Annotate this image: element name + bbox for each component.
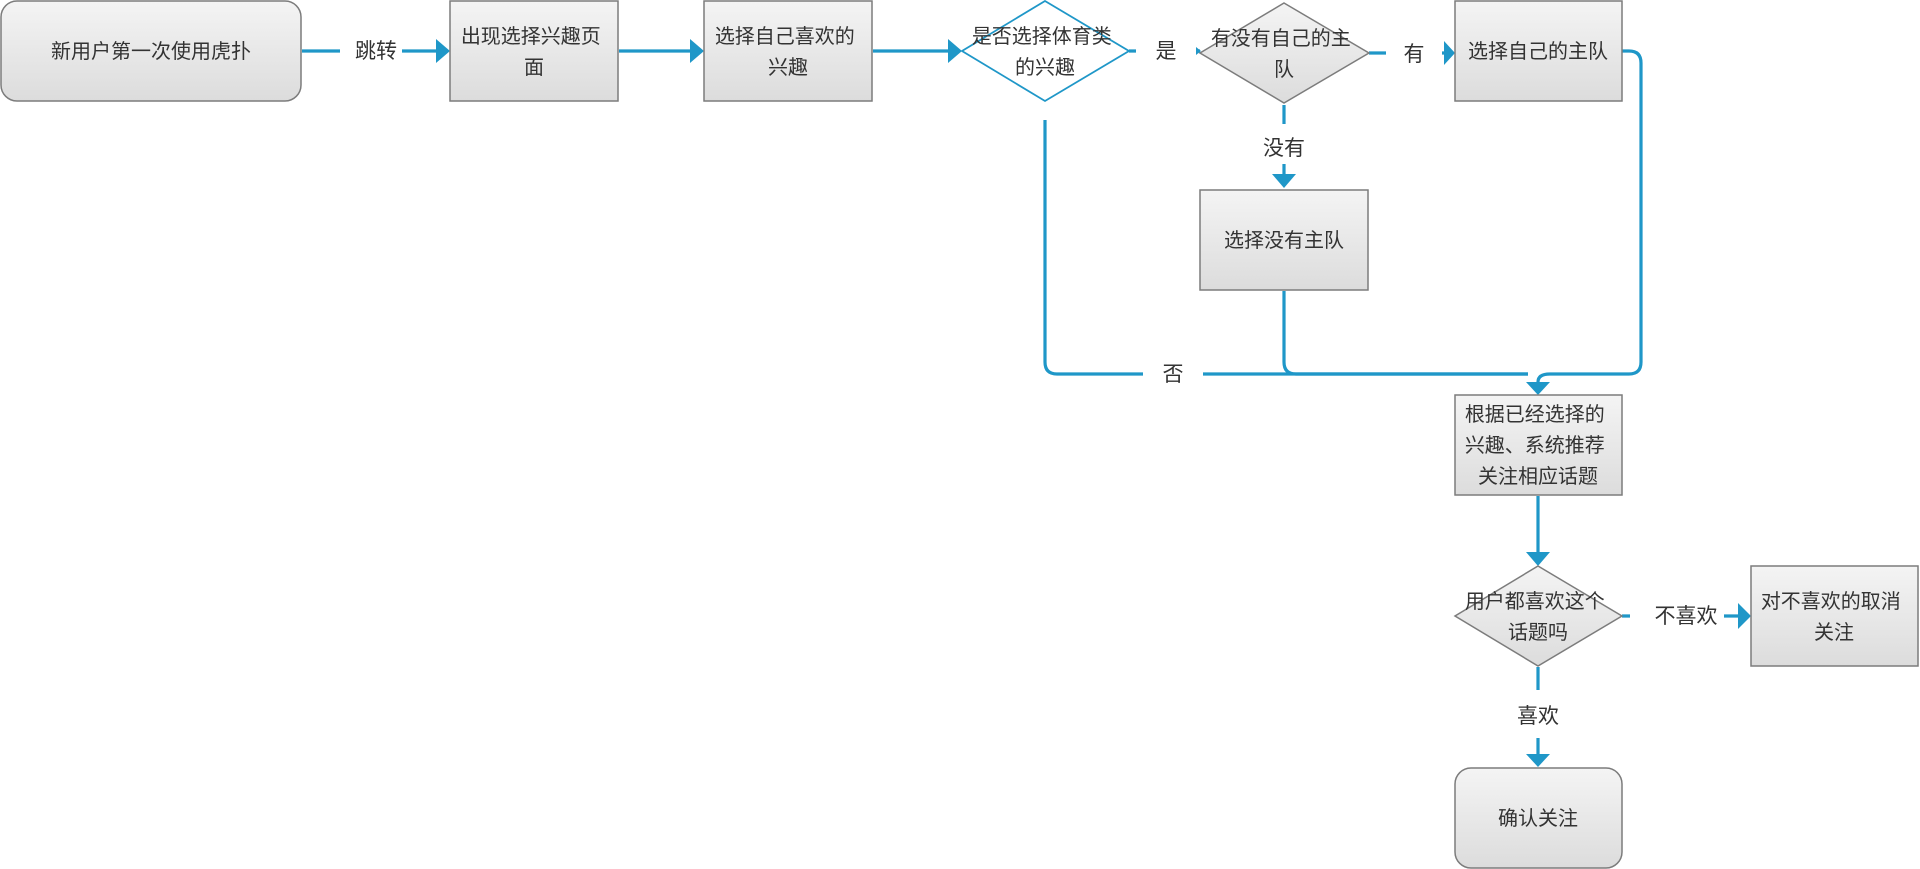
arrow-head bbox=[948, 39, 962, 63]
node-text-line: 兴趣 bbox=[768, 55, 808, 79]
confirm-node: 确认关注 bbox=[1454, 767, 1623, 869]
sports-decision-node: 是否选择体育类 的兴趣 bbox=[960, 0, 1131, 103]
node-text-line: 选择自己喜欢的 bbox=[715, 24, 855, 48]
node-text-line: 兴趣、系统推荐 bbox=[1465, 433, 1605, 457]
edges bbox=[302, 39, 1751, 767]
edge-team-to-recommend bbox=[1536, 49, 1643, 383]
node-text-line: 队 bbox=[1274, 57, 1294, 81]
edge-label-like: 喜欢 bbox=[1517, 704, 1559, 728]
svg-text:有没有自己的主 队: 有没有自己的主 队 bbox=[1211, 26, 1357, 81]
node-text-line: 选择没有主队 bbox=[1224, 228, 1344, 252]
arrow-head bbox=[690, 39, 704, 63]
node-text-line: 关注相应话题 bbox=[1478, 464, 1598, 488]
node-text-line: 用户都喜欢这个 bbox=[1465, 589, 1605, 613]
svg-text:新用户第一次使用虎扑: 新用户第一次使用虎扑 bbox=[51, 39, 251, 63]
arrow-head bbox=[1196, 47, 1201, 55]
recommend-node: 根据已经选择的 兴趣、系统推荐 关注相应话题 bbox=[1454, 394, 1623, 496]
arrow-head bbox=[1738, 603, 1751, 629]
arrow-head bbox=[1526, 382, 1550, 395]
node-text-line: 面 bbox=[524, 55, 544, 79]
svg-text:确认关注: 确认关注 bbox=[1498, 806, 1578, 830]
node-text-line: 对不喜欢的取消 bbox=[1761, 589, 1901, 613]
edge-no-team-to-recommend bbox=[1282, 291, 1528, 376]
svg-text:用户都喜欢这个 话题吗: 用户都喜欢这个 话题吗 bbox=[1465, 589, 1611, 644]
node-text-line: 关注 bbox=[1814, 620, 1854, 644]
like-decision-node: 用户都喜欢这个 话题吗 bbox=[1453, 565, 1624, 667]
arrow-head bbox=[1526, 552, 1550, 566]
svg-text:选择自己的主队: 选择自己的主队 bbox=[1468, 39, 1608, 63]
edge-label-no: 否 bbox=[1163, 362, 1184, 386]
edge-label-dislike: 不喜欢 bbox=[1655, 604, 1718, 628]
svg-text:选择没有主队: 选择没有主队 bbox=[1224, 228, 1344, 252]
start-node: 新用户第一次使用虎扑 bbox=[0, 0, 302, 102]
edge-label-jump: 跳转 bbox=[355, 39, 397, 63]
node-text-line: 有没有自己的主 bbox=[1211, 26, 1351, 50]
node-text-line: 确认关注 bbox=[1498, 806, 1578, 830]
node-text-line: 的兴趣 bbox=[1015, 55, 1075, 79]
unfollow-node: 对不喜欢的取消 关注 bbox=[1750, 565, 1919, 667]
pick-team-node: 选择自己的主队 bbox=[1454, 0, 1623, 102]
node-text-line: 根据已经选择的 bbox=[1465, 402, 1605, 426]
arrow-head bbox=[436, 39, 450, 63]
arrow-head bbox=[1526, 754, 1550, 767]
node-text-line: 话题吗 bbox=[1508, 620, 1568, 644]
team-decision-node: 有没有自己的主 队 bbox=[1198, 2, 1371, 104]
pick-no-team-node: 选择没有主队 bbox=[1199, 189, 1369, 291]
interest-page-node: 出现选择兴趣页 面 bbox=[449, 0, 619, 102]
node-text-line: 出现选择兴趣页 bbox=[461, 24, 601, 48]
pick-interest-node: 选择自己喜欢的 兴趣 bbox=[703, 0, 873, 102]
svg-text:选择自己喜欢的 兴趣: 选择自己喜欢的 兴趣 bbox=[715, 24, 861, 79]
edge-label-have: 有 bbox=[1404, 42, 1425, 66]
svg-text:对不喜欢的取消 关注: 对不喜欢的取消 关注 bbox=[1761, 589, 1907, 644]
edge-label-no-have: 没有 bbox=[1263, 136, 1305, 160]
arrow-head bbox=[1444, 41, 1455, 65]
node-text-line: 选择自己的主队 bbox=[1468, 39, 1608, 63]
svg-text:是否选择体育类 的兴趣: 是否选择体育类 的兴趣 bbox=[972, 24, 1118, 79]
edge-label-yes: 是 bbox=[1156, 39, 1177, 63]
svg-text:根据已经选择的 兴趣、系统推荐: 根据已经选择的 兴趣、系统推荐 关注相应话题 bbox=[1465, 402, 1611, 488]
node-text-line: 是否选择体育类 bbox=[972, 24, 1112, 48]
node-text-line: 新用户第一次使用虎扑 bbox=[51, 39, 251, 63]
svg-text:出现选择兴趣页 面: 出现选择兴趣页 面 bbox=[461, 24, 607, 79]
arrow-head bbox=[1272, 174, 1296, 188]
edge-labels: 跳转 是 有 没有 否 不喜欢 喜欢 bbox=[355, 39, 1718, 728]
